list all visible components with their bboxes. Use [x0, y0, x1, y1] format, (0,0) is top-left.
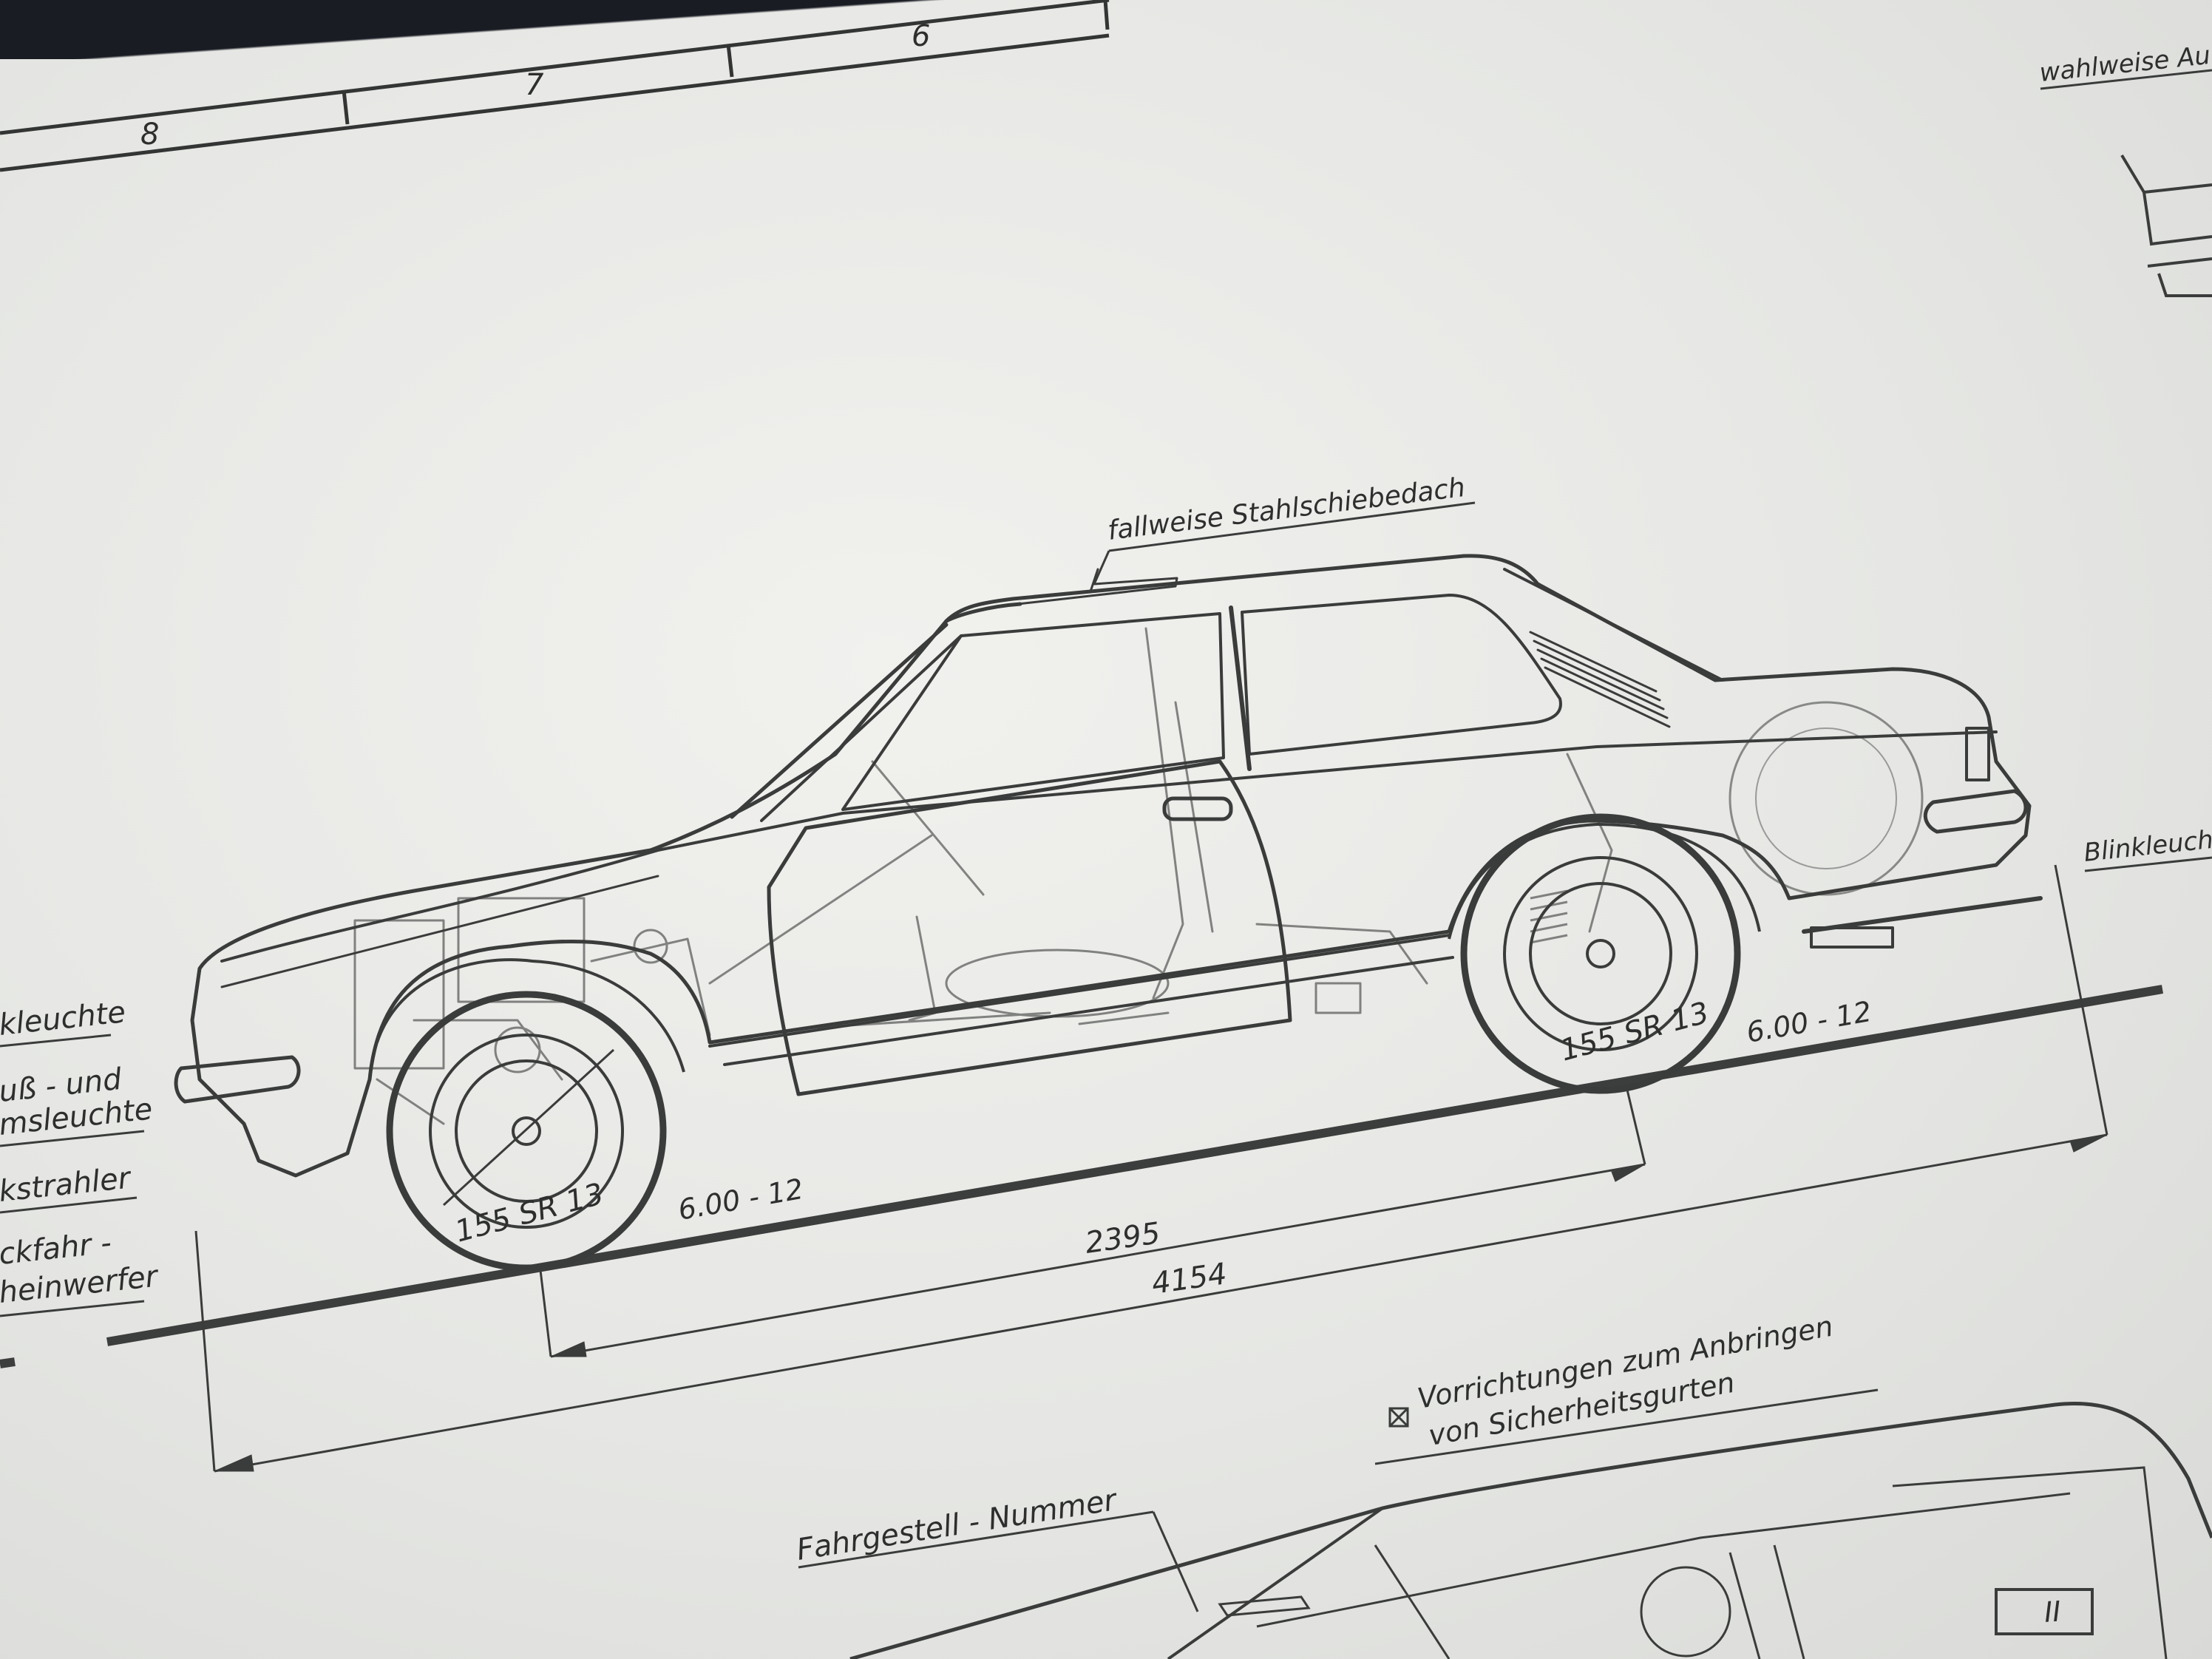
left-label-strahler: kstrahler [0, 1161, 134, 1209]
chassis-number-annotation: Fahrgestell - Nummer [794, 1483, 1199, 1612]
ruler-number-7: 7 [525, 68, 544, 102]
belt-anchor-symbol-icon [1388, 1407, 1409, 1428]
ruler-number-8: 8 [140, 118, 159, 152]
lower-view-drawing [849, 1388, 2212, 1659]
roof-annotation: fallweise Stahlschiebedach [1093, 472, 1476, 585]
sunroof-label: fallweise Stahlschiebedach [1106, 472, 1467, 546]
top-right-annotation: wahlweise Au [2038, 41, 2212, 297]
roman-numeral-label: II [2043, 1595, 2062, 1629]
ground-line-left-stub [0, 1357, 16, 1368]
belt-annotation: Vorrichtungen zum Anbringen von Sicherhe… [1388, 1310, 1836, 1452]
left-annotations: kleuchte uß - und msleuchte kstrahler ck… [0, 995, 161, 1317]
ground-line [106, 985, 2164, 1346]
wheelbase-dimension: 2395 [1083, 1216, 1162, 1261]
dimension-lines [194, 864, 2108, 1473]
ruler-number-6: 6 [912, 19, 930, 53]
wahlweise-label: wahlweise Au [2038, 41, 2212, 88]
front-wheel [376, 958, 685, 1272]
car-side-view [174, 554, 2043, 1178]
title-block-ruler [0, 0, 1110, 172]
right-annotation: Blinkleuch [2083, 825, 2212, 872]
left-label-rueckfahr: ckfahr - [0, 1226, 113, 1272]
front-rim-label: 6.00 - 12 [676, 1173, 806, 1227]
length-dimension: 4154 [1150, 1257, 1229, 1301]
rear-wheel [1448, 813, 1761, 1094]
front-tire-label: 155 SR 13 [452, 1177, 608, 1249]
ruler-numbers: 8 7 6 [140, 19, 930, 152]
blinkleuchte-label: Blinkleuch [2083, 825, 2212, 868]
